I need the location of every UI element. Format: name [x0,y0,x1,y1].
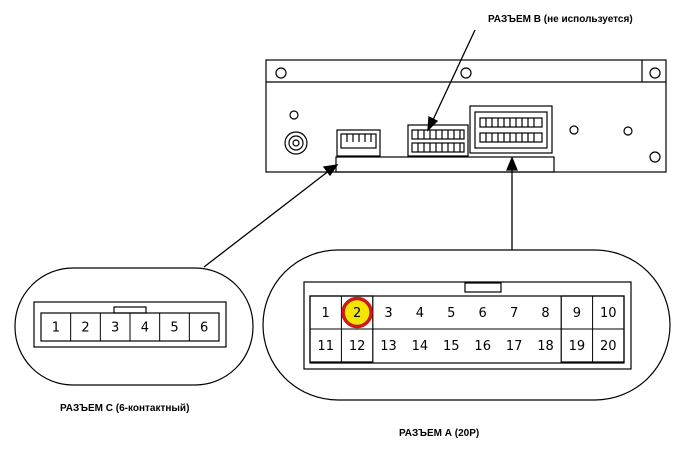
pin-number: 20 [600,339,617,354]
socket-a-icon [469,105,553,154]
label-connector-c: РАЗЪЕМ C (6-контактный) [60,403,190,414]
screw-hole-icon [460,67,472,79]
screw-hole-icon [289,110,299,120]
connector-c-pins: 1 2 3 4 5 6 [52,313,208,341]
head-unit [265,59,667,173]
pin-number: 3 [111,321,119,336]
leader-arrows [203,29,518,268]
connector-a-latch [464,282,502,293]
pin-number: 1 [322,306,330,321]
screw-hole-icon [649,67,661,79]
pin-number: 9 [573,306,581,321]
head-unit-body [265,59,667,173]
arrow-b-head-icon [427,115,439,132]
pin-number: 5 [170,321,178,336]
pin-number: 2 [81,321,89,336]
connector-c-housing [33,301,227,348]
arrow-b-line [431,29,476,123]
pin-number: 8 [541,306,549,321]
socket-c-icon [336,129,381,157]
connector-a-bubble [262,249,671,401]
socket-b-icon [407,124,469,157]
head-unit-bottom-tab [335,156,555,173]
connector-c-callout [14,267,254,386]
connector-c-latch [113,306,147,314]
pin-number: 19 [569,339,586,354]
label-connector-b: РАЗЪЕМ B (не используется) [488,14,633,25]
arrow-c-head-icon [322,164,339,177]
antenna-jack-icon [284,131,308,155]
connector-a-callout [262,249,671,401]
pin-number: 4 [416,306,424,321]
label-connector-a: РАЗЪЕМ А (20P) [399,428,480,439]
pin-number: 2 [353,306,361,321]
connector-a-housing [303,281,632,370]
pin-number: 7 [510,306,518,321]
pin-number: 6 [200,321,208,336]
pin-number: 1 [52,321,60,336]
screw-hole-icon [275,67,287,79]
screw-hole-icon [569,125,579,135]
arrow-c-line [203,169,331,268]
pin-number: 12 [349,339,366,354]
screw-hole-icon [623,126,633,136]
pin-number: 11 [317,339,334,354]
pin-number: 4 [141,321,149,336]
pin-number: 3 [384,306,392,321]
pin-number: 6 [479,306,487,321]
pin-number: 18 [537,339,554,354]
screw-hole-icon [649,151,661,163]
pin-number: 17 [506,339,523,354]
pin-number: 10 [600,306,617,321]
pin-number: 5 [447,306,455,321]
pin-number: 14 [412,339,429,354]
pin-number: 16 [474,339,491,354]
connector-c-bubble [14,267,254,386]
arrow-a-head-icon [506,156,518,171]
pin-number: 13 [380,339,397,354]
highlight-marker-icon [341,296,373,329]
pin-number: 15 [443,339,460,354]
